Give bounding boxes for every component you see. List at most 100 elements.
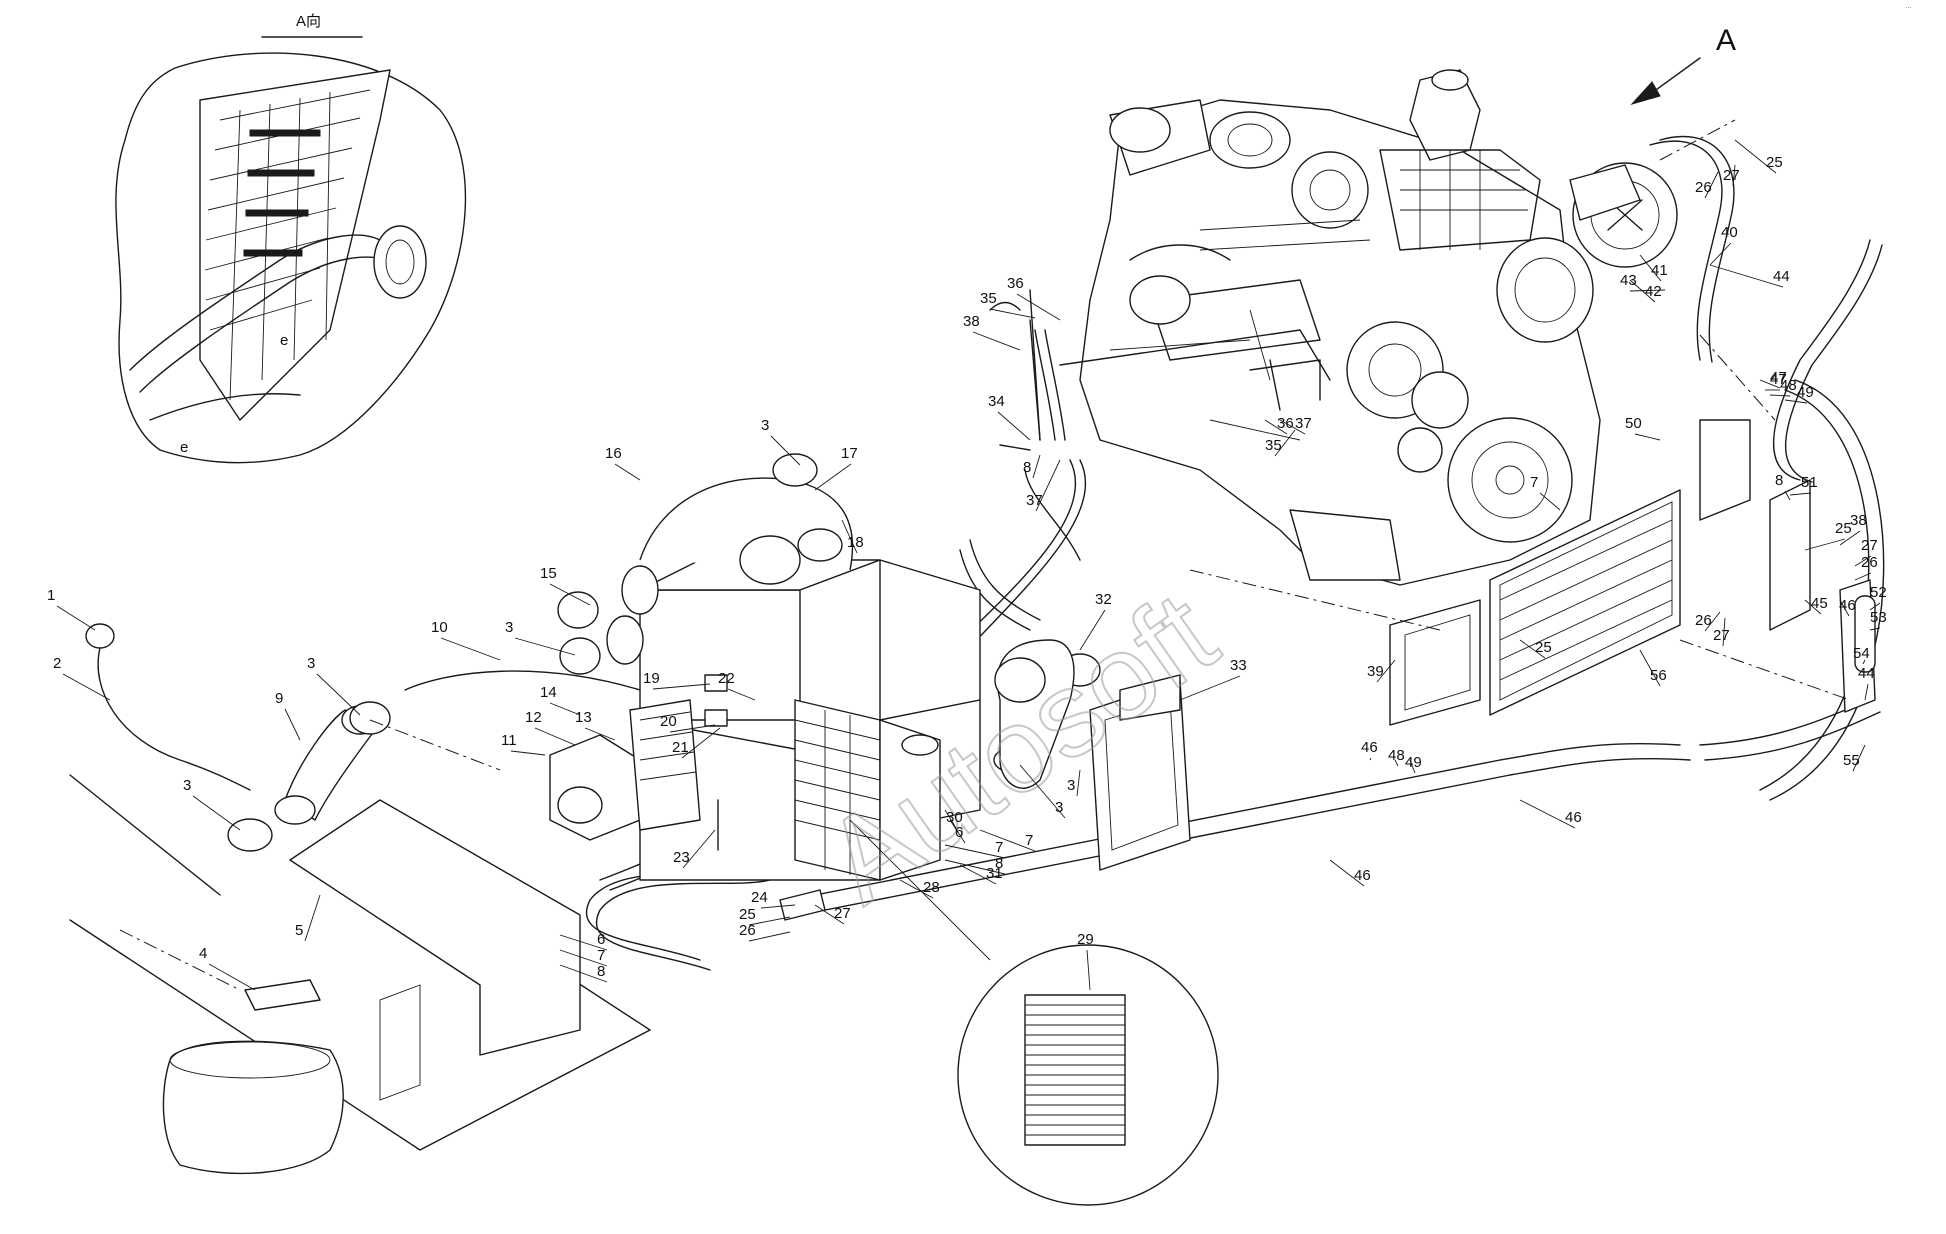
callout-label-8: 8: [1775, 472, 1783, 489]
callout-leader-23: [682, 829, 716, 869]
callout-label-29: 29: [1077, 931, 1094, 948]
callout-leader-11: [510, 750, 546, 756]
callout-leader-46: [1519, 799, 1576, 829]
callout-leader-41: [1639, 254, 1662, 282]
callout-label-26: 26: [739, 922, 756, 939]
callout-label-50: 50: [1625, 415, 1642, 432]
detail-circle-30: [849, 819, 1219, 1206]
callout-leader-24: [760, 904, 796, 909]
callout-leader-26: [1704, 611, 1721, 632]
callout-label-25: 25: [1766, 154, 1783, 171]
callout-label-44: 44: [1773, 268, 1790, 285]
callout-leader-46: [1839, 599, 1850, 617]
callout-label-6: 6: [597, 931, 605, 948]
callout-leader-44: [1709, 264, 1784, 288]
callout-label-26: 26: [1695, 179, 1712, 196]
callout-label-34: 34: [988, 393, 1005, 410]
callout-leader-49: [1409, 759, 1416, 774]
callout-label-31: 31: [986, 865, 1003, 882]
callout-leader-16: [614, 463, 641, 481]
callout-leader-25: [1734, 139, 1777, 174]
callout-leader-54: [1862, 659, 1866, 665]
callout-label-52: 52: [1870, 584, 1887, 601]
callout-label-26: 26: [1695, 612, 1712, 629]
callout-leader-43: [1629, 289, 1666, 292]
callout-label-2: 2: [53, 655, 61, 672]
callout-label-30: 30: [946, 809, 963, 826]
callout-leader-6: [949, 819, 966, 844]
callout-label-5: 5: [295, 922, 303, 939]
callout-leader-49: [1784, 399, 1808, 404]
callout-leader-7: [1539, 492, 1561, 511]
callout-label-45: 45: [1811, 595, 1828, 612]
callout-leader-20: [669, 724, 716, 733]
callout-leader-9: [284, 708, 301, 741]
callout-leader-12: [534, 727, 576, 746]
callout-label-9: 9: [275, 690, 283, 707]
callout-label-48: 48: [1780, 377, 1797, 394]
callout-label-47: 47: [1770, 369, 1787, 386]
callout-label-27: 27: [1861, 537, 1878, 554]
detail-view-a: A向 e e: [115, 13, 467, 464]
callout-label-32: 32: [1095, 591, 1112, 608]
callout-label-1: 1: [47, 587, 55, 604]
callout-label-55: 55: [1843, 752, 1860, 769]
callout-leader-6: [559, 934, 608, 951]
callout-leader-32: [1079, 609, 1106, 651]
callout-leader-25: [1804, 538, 1846, 551]
callout-leader-25: [748, 916, 791, 926]
callout-label-33: 33: [1230, 657, 1247, 674]
callout-leader-30: [944, 809, 957, 829]
callout-leader-8: [1032, 454, 1041, 479]
callout-label-23: 23: [673, 849, 690, 866]
callout-label-20: 20: [660, 713, 677, 730]
detail-view-title: A向: [296, 13, 321, 30]
view-arrow-label: A: [1716, 24, 1736, 57]
callout-label-8: 8: [995, 855, 1003, 872]
callout-leader-39: [1376, 659, 1396, 683]
callout-leader-3: [770, 435, 801, 466]
callout-label-46: 46: [1565, 809, 1582, 826]
view-direction-arrow: A: [1630, 24, 1736, 105]
callout-leader-7: [944, 844, 1006, 859]
callout-label-3: 3: [761, 417, 769, 434]
callout-leader-33: [1179, 675, 1241, 701]
callout-leader-19: [652, 683, 711, 690]
callout-label-54: 54: [1853, 645, 1870, 662]
callout-leader-26: [1854, 572, 1872, 581]
callout-label-15: 15: [540, 565, 557, 582]
callout-leader-38: [972, 331, 1021, 351]
callout-leader-18: [841, 519, 858, 554]
callout-leader-14: [549, 702, 581, 716]
callout-leader-7: [979, 829, 1036, 852]
callout-leader-27: [1722, 617, 1726, 647]
callout-label-38: 38: [1850, 512, 1867, 529]
callout-leader-5: [304, 894, 321, 942]
callout-label-27: 27: [834, 905, 851, 922]
callout-label-46: 46: [1361, 739, 1378, 756]
center-lines: [119, 119, 1851, 991]
callout-label-22: 22: [718, 670, 735, 687]
callout-leader-13: [584, 727, 616, 741]
detail-marker-e-2: e: [180, 439, 188, 456]
callout-label-7: 7: [597, 947, 605, 964]
callout-label-3: 3: [183, 777, 191, 794]
callout-leader-26: [748, 931, 791, 942]
callout-leader-53: [1869, 627, 1881, 631]
callout-leader-35: [1274, 429, 1296, 457]
callout-label-37: 37: [1026, 492, 1043, 509]
callout-leader-34: [997, 411, 1031, 441]
callout-leader-46: [1329, 859, 1365, 887]
callout-label-26: 26: [1861, 554, 1878, 571]
callout-leader-3: [514, 637, 576, 656]
callout-leader-44: [1864, 683, 1869, 701]
callout-label-49: 49: [1405, 754, 1422, 771]
heater-unit: [227, 453, 1191, 921]
callout-label-13: 13: [575, 709, 592, 726]
callout-leader-55: [1852, 744, 1866, 772]
callout-label-18: 18: [847, 534, 864, 551]
callout-label-19: 19: [643, 670, 660, 687]
callout-label-48: 48: [1388, 747, 1405, 764]
callout-label-3: 3: [1055, 799, 1063, 816]
